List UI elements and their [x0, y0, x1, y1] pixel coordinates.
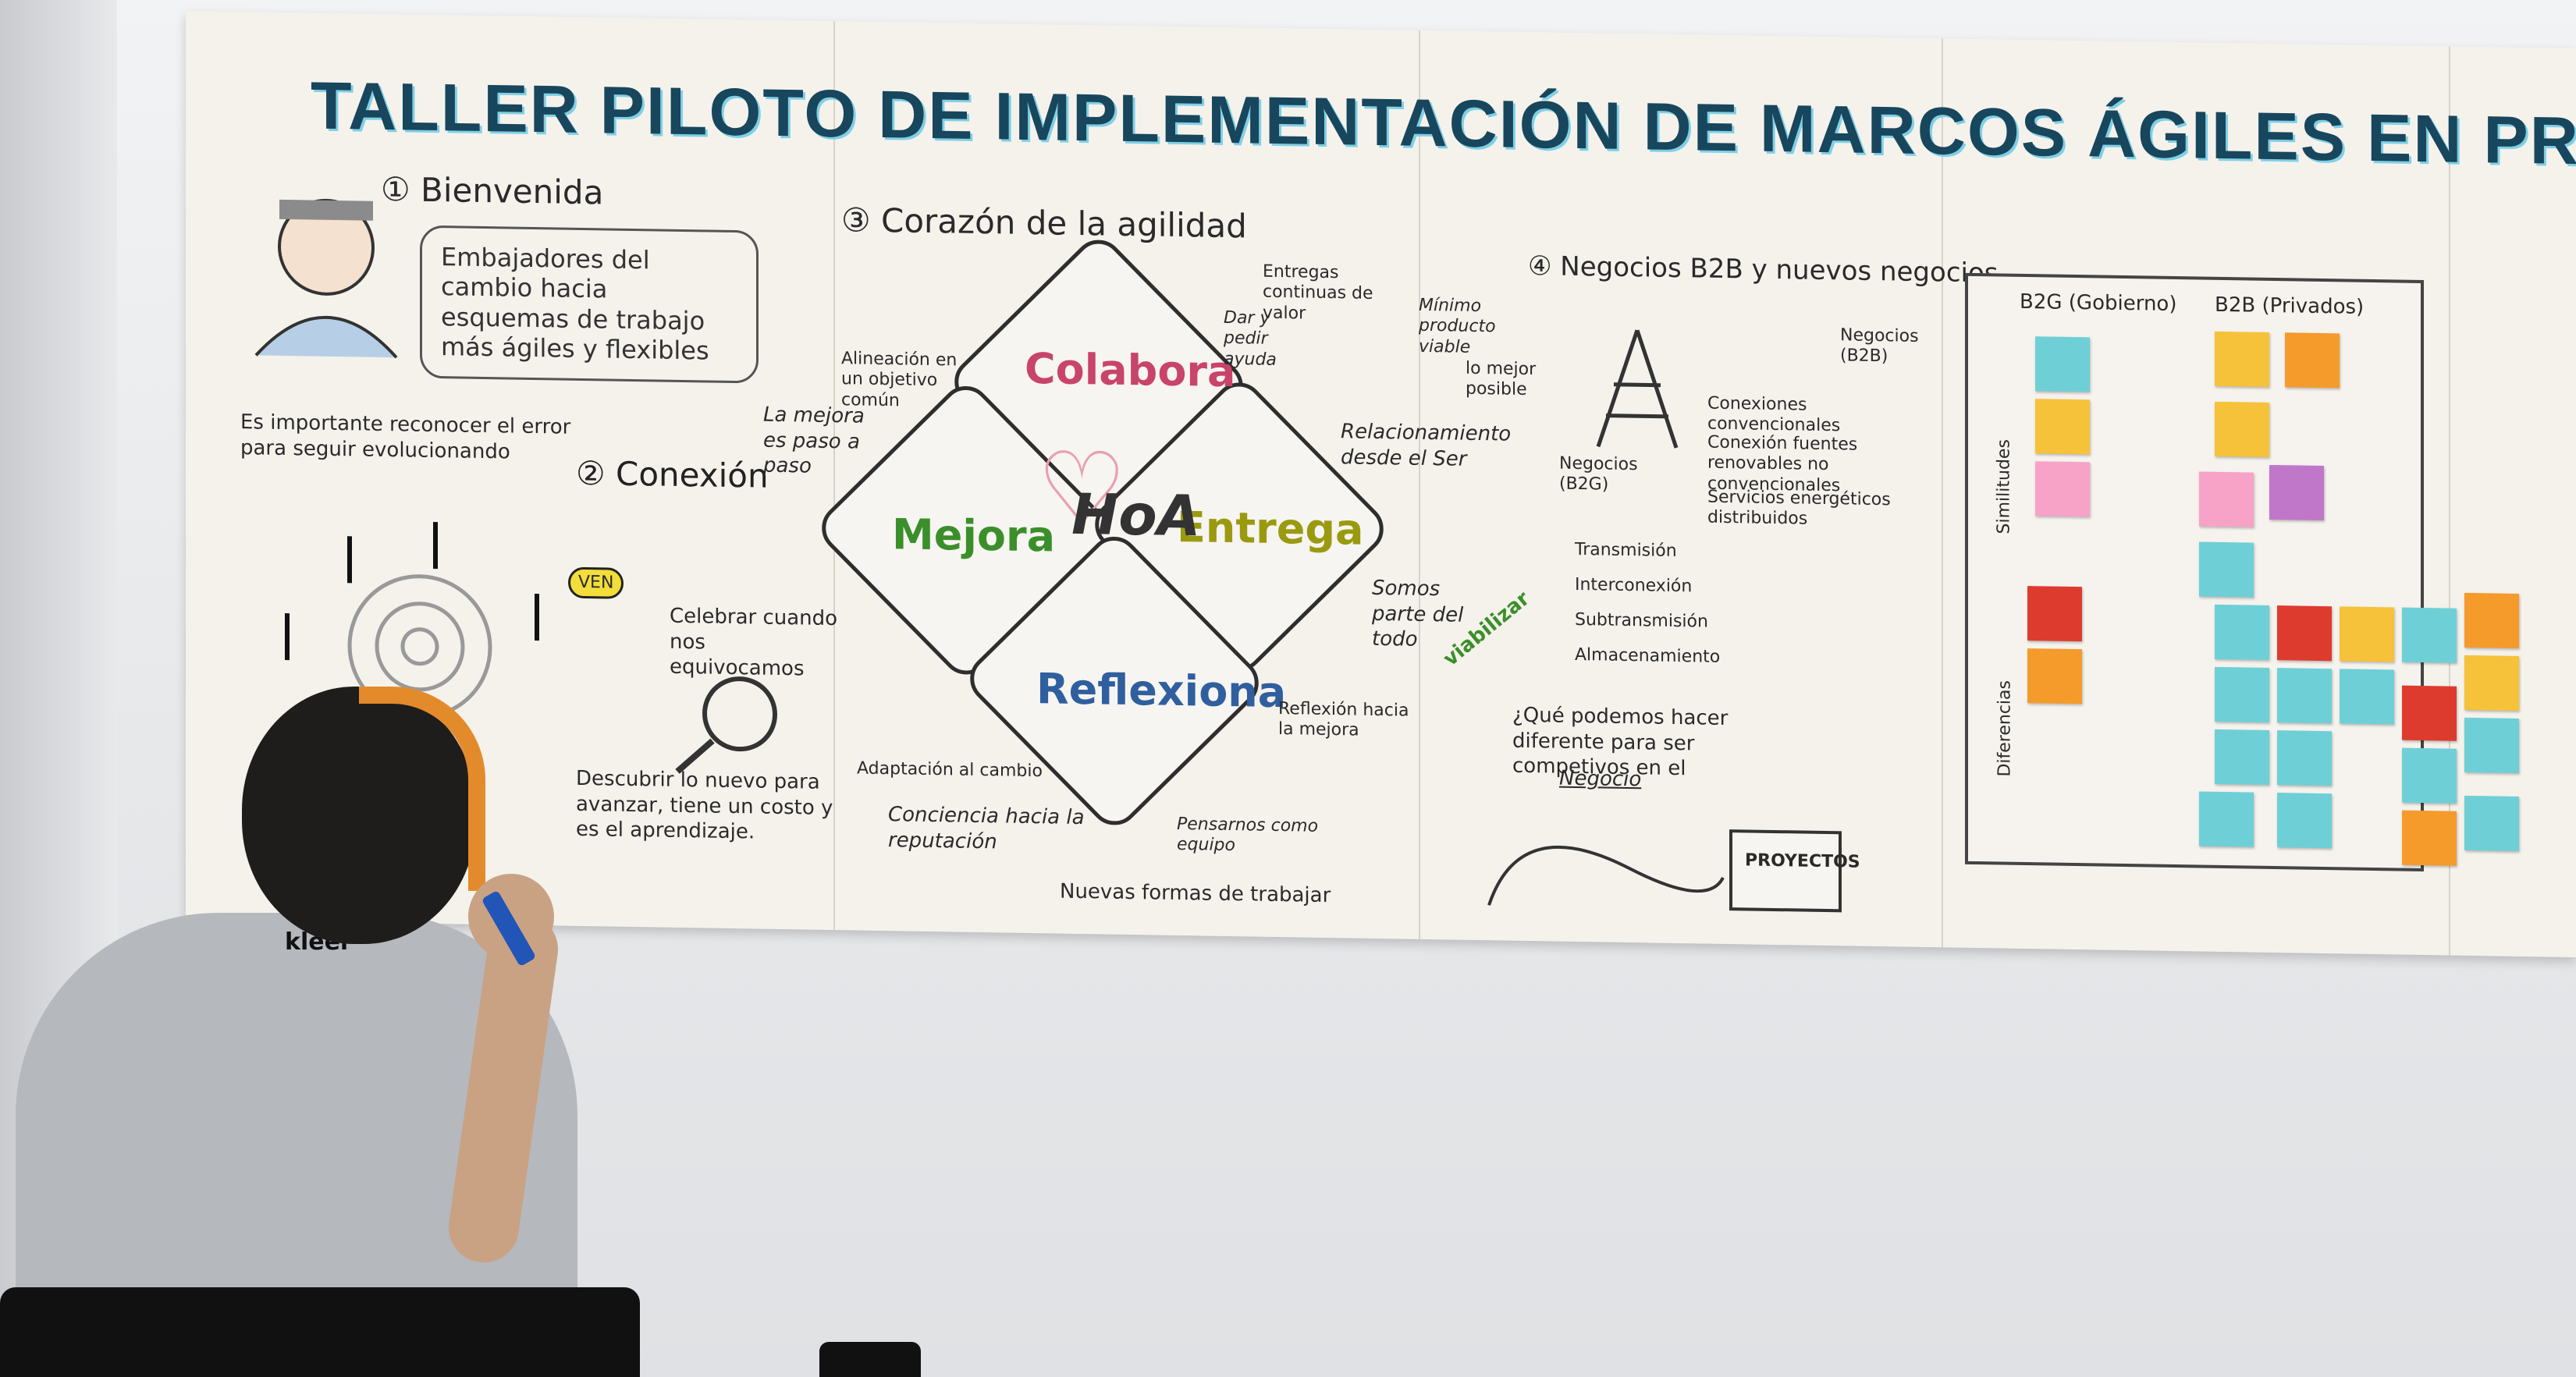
pensarnos-note: Pensarnos como equipo	[1177, 814, 1319, 856]
conciencia-note: Conciencia hacia la reputación	[888, 803, 1085, 854]
matrix-row-similitudes: Similitudes	[1994, 438, 2014, 534]
power-tower-icon	[1596, 329, 1679, 449]
sticky-note	[2285, 332, 2340, 389]
sticky-note	[2215, 604, 2269, 660]
matrix-row-diferencias: Diferencias	[1995, 680, 2015, 777]
reflexiona-label: Reflexiona	[1036, 664, 1287, 718]
matrix-col-b2b: B2B (Privados)	[2215, 293, 2365, 319]
sticky-note	[2340, 669, 2394, 725]
conexion-heading: ② Conexión	[576, 453, 769, 495]
negocios-heading: ④ Negocios B2B y nuevos negocios	[1528, 250, 1999, 289]
sticky-note	[2027, 648, 2082, 704]
chair-edge	[819, 1342, 921, 1377]
lo-mejor-note: lo mejor posible	[1466, 358, 1537, 400]
subtransmision-item: Subtransmisión	[1575, 609, 1708, 632]
chair	[0, 1287, 640, 1377]
sticky-note	[2199, 791, 2254, 847]
sticky-note	[2464, 592, 2519, 648]
sticky-note	[2277, 730, 2332, 786]
sticky-note	[2464, 795, 2519, 851]
minimo-viable-note: Mínimo producto viable	[1419, 295, 1496, 357]
negocios-b2g-label: Negocios (B2G)	[1559, 453, 1638, 495]
sticky-note	[2269, 464, 2324, 521]
colabora-label: Colabora	[1025, 343, 1236, 397]
servicios-item: Servicios energéticos distribuidos	[1707, 487, 1891, 530]
sheet-seam	[1942, 38, 1943, 948]
sticky-note	[2215, 729, 2269, 785]
sticky-note	[2402, 747, 2457, 804]
projects-briefcase-drawing	[1487, 829, 1842, 913]
almacenamiento-item: Almacenamiento	[1575, 644, 1721, 667]
negocios-b2b-label: Negocios (B2B)	[1840, 325, 1919, 367]
sticky-note	[2340, 606, 2394, 662]
sticky-note	[2027, 586, 2082, 642]
mejora-label: Mejora	[892, 509, 1056, 562]
dar-pedir-note: Dar y pedir ayuda	[1224, 307, 1277, 370]
sticky-note	[2464, 655, 2519, 711]
ven-badge: VEN	[568, 566, 624, 600]
sticky-note	[2215, 401, 2269, 457]
sticky-note	[2035, 399, 2090, 455]
facilitator-drawing	[254, 198, 398, 359]
sticky-note	[2035, 461, 2090, 517]
sticky-note	[2402, 685, 2457, 741]
sticky-note	[2402, 810, 2457, 866]
sticky-note	[2215, 666, 2269, 722]
sticky-note	[2215, 331, 2269, 387]
hoa-label: HoA	[1071, 481, 1201, 549]
sticky-note	[2035, 336, 2090, 392]
adaptacion-note: Adaptación al cambio	[857, 758, 1043, 782]
b2g-b2b-matrix	[1965, 272, 2424, 872]
mejora-paso-note: La mejora es paso a paso	[763, 403, 865, 478]
mural-poster: TALLER PILOTO DE IMPLEMENTACIÓN DE MARCO…	[186, 11, 2576, 958]
sticky-note	[2402, 607, 2457, 663]
sticky-note	[2277, 605, 2332, 662]
entrega-label: Entrega	[1177, 502, 1364, 555]
conexiones-item: Conexiones convencionales	[1707, 393, 1841, 436]
que-podemos-note: ¿Qué podemos hacer diferente para ser co…	[1512, 703, 1729, 781]
matrix-col-b2g: B2G (Gobierno)	[2020, 289, 2177, 317]
sheet-seam	[1419, 30, 1420, 939]
sticky-note	[2277, 668, 2332, 724]
embajadores-bubble: Embajadores del cambio hacia esquemas de…	[420, 225, 759, 384]
proyectos-label: PROYECTOS	[1745, 850, 1860, 872]
sticky-note	[2199, 471, 2254, 527]
mural-title: TALLER PILOTO DE IMPLEMENTACIÓN DE MARCO…	[311, 68, 2576, 187]
sticky-note	[2277, 793, 2332, 849]
corazon-heading: ③ Corazón de la agilidad	[841, 201, 1247, 246]
transmision-item: Transmisión	[1575, 539, 1677, 562]
error-note: Es importante reconocer el error para se…	[240, 410, 571, 464]
interconexion-item: Interconexión	[1575, 574, 1693, 597]
reflexion-hacia-note: Reflexión hacia la mejora	[1278, 698, 1409, 741]
sticky-note	[2199, 541, 2254, 598]
nuevas-formas-note: Nuevas formas de trabajar	[1060, 879, 1331, 908]
descubrir-note: Descubrir lo nuevo para avanzar, tiene u…	[576, 766, 833, 844]
relacionamiento-note: Relacionamiento desde el Ser	[1341, 420, 1512, 471]
sticky-note	[2464, 717, 2519, 773]
magnifier-icon	[675, 676, 777, 774]
